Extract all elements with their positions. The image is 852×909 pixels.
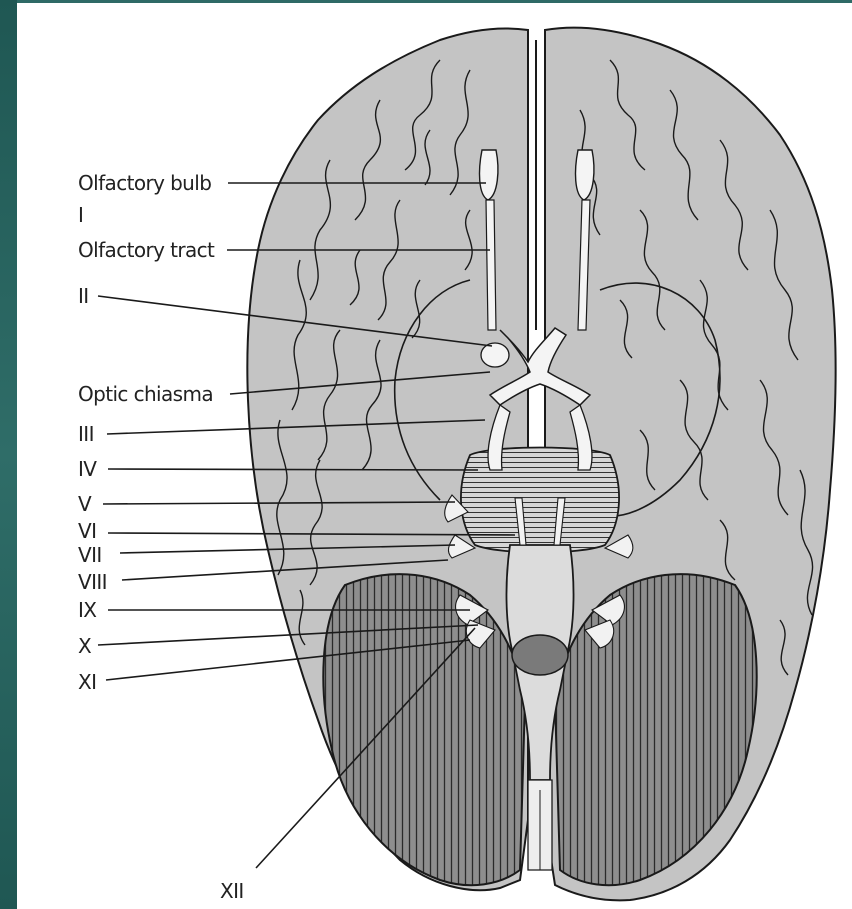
label-nerve-III: III	[78, 422, 94, 446]
label-nerve-V: V	[78, 492, 92, 516]
label-nerve-IX: IX	[78, 598, 97, 622]
labels: Olfactory bulb I Olfactory tract II Opti…	[78, 171, 244, 903]
cerebellum-left	[323, 574, 525, 885]
pons	[461, 448, 619, 553]
label-nerve-XII: XII	[220, 879, 244, 903]
label-nerve-VIII: VIII	[78, 570, 107, 594]
medulla-oval	[512, 635, 568, 675]
label-nerve-I: I	[78, 203, 83, 227]
label-nerve-VII: VII	[78, 543, 102, 567]
label-olfactory-bulb: Olfactory bulb	[78, 171, 211, 195]
label-nerve-X: X	[78, 634, 92, 658]
label-nerve-VI: VI	[78, 519, 96, 543]
label-olfactory-tract: Olfactory tract	[78, 238, 215, 262]
label-nerve-II: II	[78, 284, 89, 308]
label-optic-chiasma: Optic chiasma	[78, 382, 213, 406]
label-nerve-XI: XI	[78, 670, 96, 694]
label-nerve-IV: IV	[78, 457, 97, 481]
